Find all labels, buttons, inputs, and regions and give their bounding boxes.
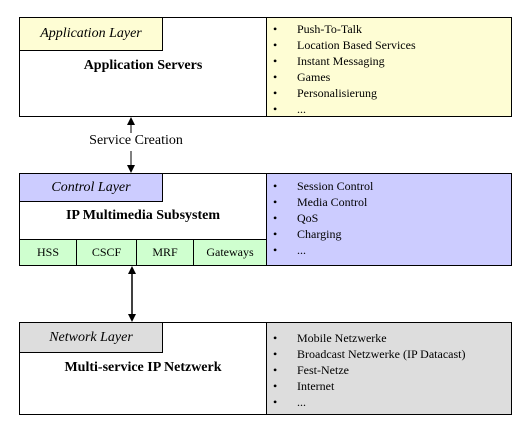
gateways-component: Gateways — [206, 245, 254, 259]
list-item: ... — [273, 394, 511, 410]
application-layer-tag: Application Layer — [19, 17, 163, 51]
list-item: Mobile Netzwerke — [273, 330, 511, 346]
control-network-arrow — [128, 266, 136, 322]
multi-service-ip-network-title: Multi-service IP Netzwerk — [64, 360, 222, 375]
subsystem-components: HSS CSCF MRF Gateways — [19, 239, 267, 266]
list-item: Media Control — [273, 194, 511, 210]
network-layer-tag: Network Layer — [19, 322, 163, 353]
list-item: Session Control — [273, 178, 511, 194]
service-creation-label: Service Creation — [74, 133, 198, 151]
list-item: ... — [273, 101, 511, 117]
list-item: Broadcast Netzwerke (IP Datacast) — [273, 346, 511, 362]
list-item: Instant Messaging — [273, 53, 511, 69]
list-item: Games — [273, 69, 511, 85]
list-item: ... — [273, 242, 511, 258]
list-item: Charging — [273, 226, 511, 242]
list-item: Location Based Services — [273, 37, 511, 53]
control-layer-tag: Control Layer — [19, 173, 163, 202]
list-item: Fest-Netze — [273, 362, 511, 378]
list-item: Personalisierung — [273, 85, 511, 101]
mrf-component: MRF — [137, 240, 194, 265]
list-item: Internet — [273, 378, 511, 394]
list-item: QoS — [273, 210, 511, 226]
ip-multimedia-subsystem-title: IP Multimedia Subsystem — [65, 208, 220, 223]
hss-component: HSS — [20, 240, 77, 265]
list-item: Push-To-Talk — [273, 21, 511, 37]
network-feature-list: Mobile Netzwerke Broadcast Netzwerke (IP… — [266, 322, 512, 415]
application-feature-list: Push-To-Talk Location Based Services Ins… — [266, 17, 512, 117]
cscf-component: CSCF — [77, 240, 137, 265]
application-servers-title: Application Servers — [83, 58, 203, 73]
control-feature-list: Session Control Media Control QoS Chargi… — [266, 173, 512, 266]
